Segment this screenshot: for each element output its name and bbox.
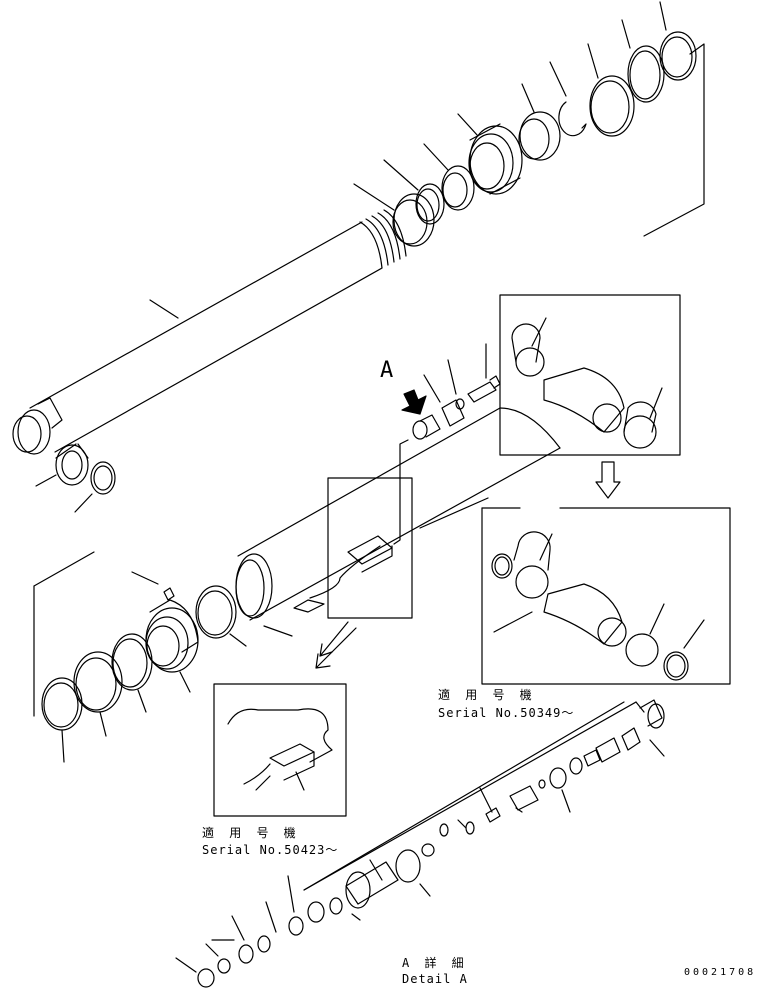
clevis-inset-box-2 <box>481 507 731 685</box>
applicable-serial-note-1-jp: 適 用 号 機 <box>438 688 536 702</box>
applicable-serial-note-2-jp: 適 用 号 機 <box>202 826 300 840</box>
detail-a-caption: Detail A <box>402 972 468 986</box>
sensor-cable <box>263 497 489 637</box>
drawing-number: 00021708 <box>684 967 757 978</box>
piston-rod <box>12 209 407 455</box>
bracket-line-top <box>643 43 705 237</box>
rod-bushing <box>35 443 89 487</box>
snap-ring-rod <box>74 461 116 513</box>
view-a-arrow <box>401 389 427 415</box>
view-a-label: A <box>380 358 394 383</box>
upper-seal-rings <box>353 1 697 247</box>
fitting-parts <box>393 343 501 545</box>
cylinder-tube <box>235 407 561 621</box>
detail-a-valve <box>175 699 665 988</box>
piston-rings <box>33 551 247 763</box>
detail-a-caption-jp: A 詳 細 <box>402 956 468 970</box>
inset-arrow-down <box>595 461 621 499</box>
applicable-serial-note-1: Serial No.50349～ <box>438 706 575 720</box>
applicable-serial-note-2: Serial No.50423～ <box>202 843 339 857</box>
clevis-inset-box <box>499 294 681 456</box>
sensor-detail-box <box>213 683 347 817</box>
sensor-box-frame <box>315 477 413 669</box>
